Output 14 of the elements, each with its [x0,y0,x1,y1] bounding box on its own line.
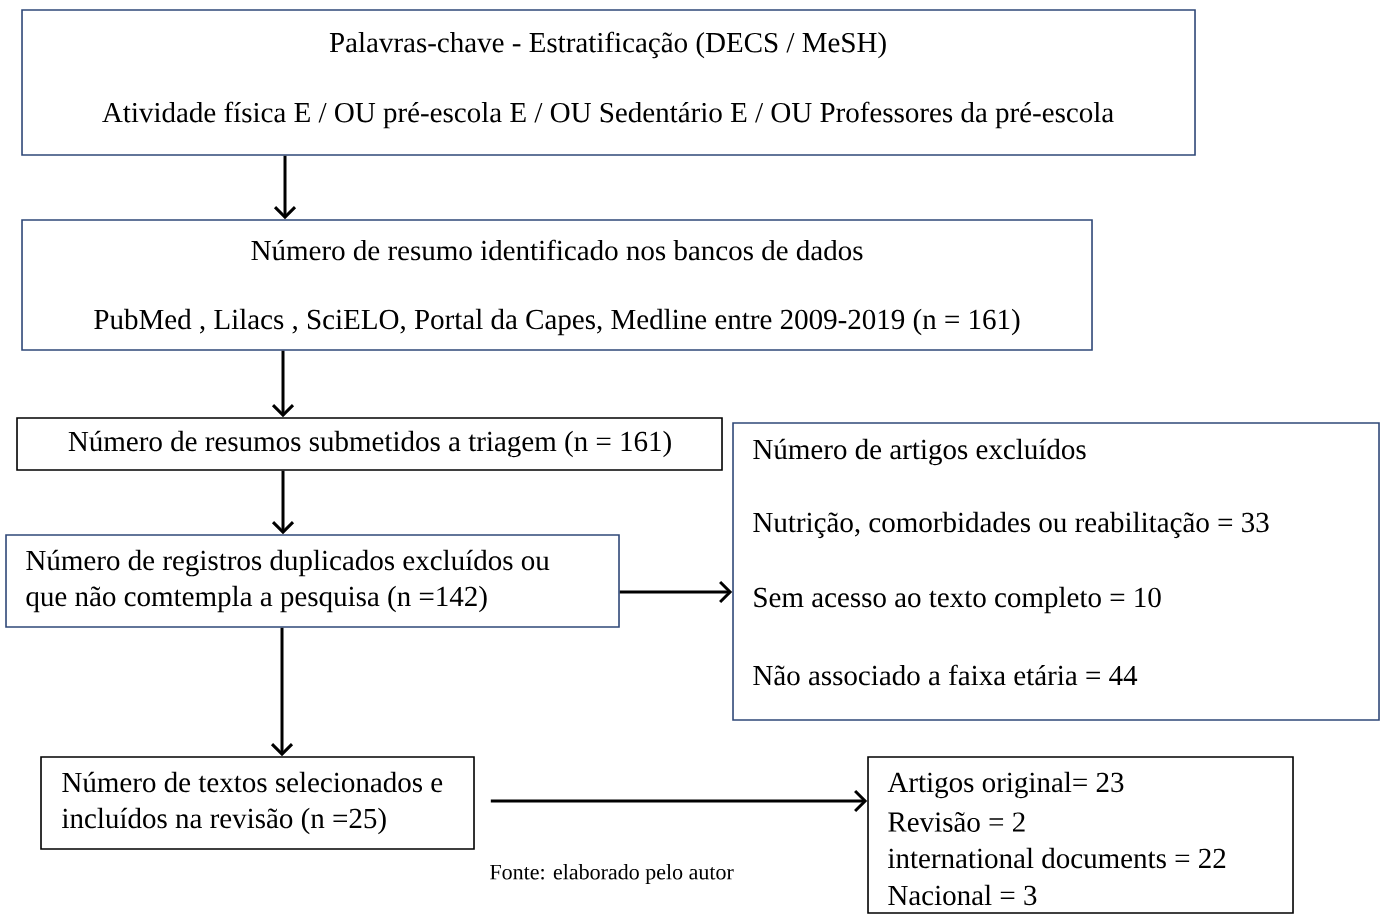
process-box: Artigos original= 23 Revisão = 2 international documents = 22 Nacional = 3 [867,756,1294,914]
arrow [271,350,295,418]
arrow [490,789,868,813]
arrow [270,627,294,757]
process-box: Número de textos selecionados e incluídos na revisão (n =25) [40,756,475,850]
arrow [271,470,295,535]
process-box: Número de artigos excluídos Nutrição, comorbidades ou reabilitação = 33 Sem acesso ao texto completo = 10 Não associado a faixa etária = 44 [732,422,1380,721]
source-note: Fonte: elaborado pelo autor [490,864,734,884]
process-box: Número de resumos submetidos a triagem (n = 161) [16,417,723,471]
arrow [619,580,733,604]
process-box: Número de resumo identificado nos bancos de dados PubMed , Lilacs , SciELO, Portal da Capes, Medline entre 2009-2019 (n = 161) [21,219,1093,351]
arrow [273,155,297,220]
process-box: Número de registros duplicados excluídos ou que não comtempla a pesquisa (n =142) [5,534,620,628]
process-box: Palavras-chave - Estratificação (DECS / MeSH) Atividade física E / OU pré-escola E / OU Sedentário E / OU Professores da pré-escola [21,9,1196,156]
